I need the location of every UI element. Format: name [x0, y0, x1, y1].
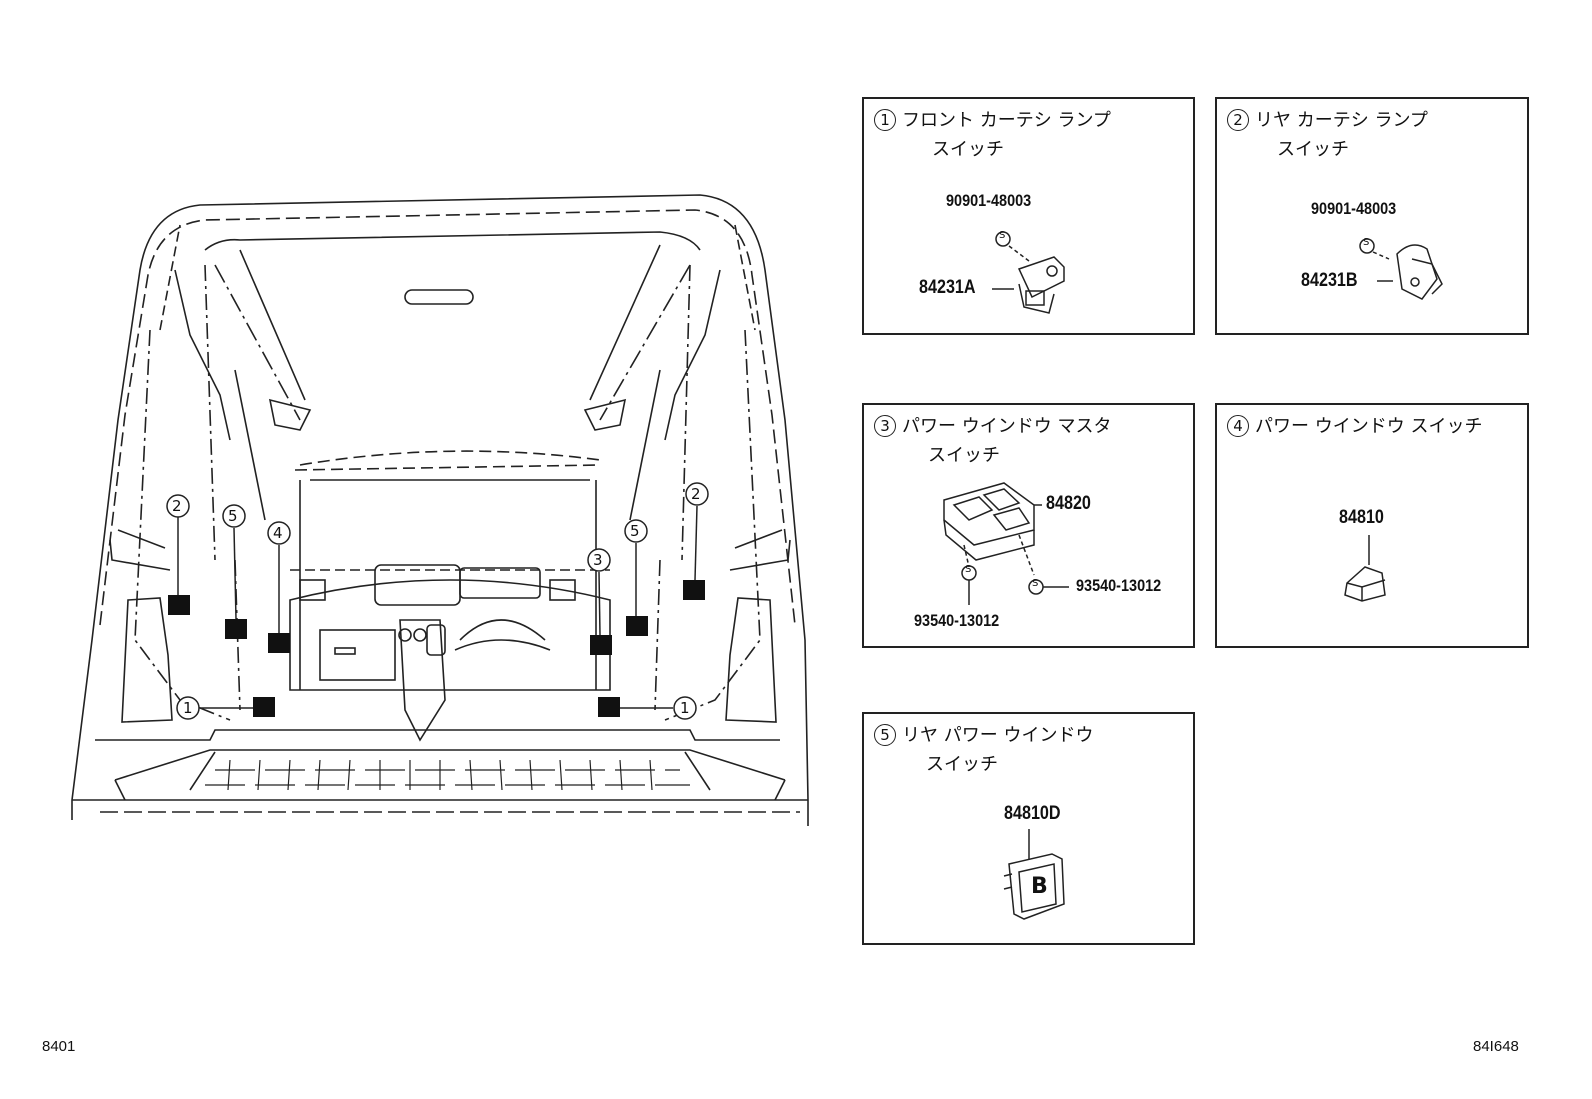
master-switch-drawing — [943, 482, 1069, 605]
panel-4-number: 4 — [1227, 415, 1249, 437]
part-84231B: 84231B — [1301, 270, 1358, 291]
location-marker-4 — [268, 633, 290, 653]
callout-3: 3 — [593, 551, 603, 569]
part-84820: 84820 — [1046, 493, 1091, 514]
courtesy-switch-b-drawing — [1359, 238, 1443, 300]
part-90901-48003: 90901-48003 — [946, 191, 1032, 210]
rear-window-switch-drawing — [1003, 829, 1065, 920]
callout-5-left: 5 — [228, 507, 238, 525]
page-code-right: 84I648 — [1473, 1038, 1519, 1055]
part-93540-13012-right: 93540-13012 — [1076, 576, 1162, 595]
s-mark-3a: S — [965, 564, 972, 575]
callout-5-right: 5 — [630, 522, 640, 540]
panel-2-subtitle: スイッチ — [1277, 139, 1349, 160]
callout-1-right: 1 — [680, 699, 690, 717]
location-marker-5-right — [626, 616, 648, 636]
page-code-left: 8401 — [42, 1038, 76, 1055]
callout-2-right: 2 — [691, 485, 701, 503]
location-marker-1-right — [598, 697, 620, 717]
part-84810D: 84810D — [1004, 803, 1061, 824]
s-mark-1: S — [999, 230, 1006, 241]
callout-4: 4 — [273, 524, 283, 542]
part-90901-48003-rear: 90901-48003 — [1311, 199, 1397, 218]
panel-2-number: 2 — [1227, 109, 1249, 131]
part-93540-13012-left: 93540-13012 — [914, 611, 1000, 630]
location-marker-1-left — [253, 697, 275, 717]
panel-3-subtitle: スイッチ — [928, 445, 1000, 466]
location-marker-2-left — [168, 595, 190, 615]
switch-b-glyph: B — [1031, 874, 1048, 899]
location-marker-2-right — [683, 580, 705, 600]
courtesy-switch-a-drawing — [992, 231, 1065, 314]
panel-5-subtitle: スイッチ — [926, 754, 998, 775]
location-marker-5-left — [225, 619, 247, 639]
panel-3-number: 3 — [874, 415, 896, 437]
callout-1-left: 1 — [183, 699, 193, 717]
panel-5-number: 5 — [874, 724, 896, 746]
part-84231A: 84231A — [919, 277, 976, 298]
part-84810: 84810 — [1339, 507, 1384, 528]
s-mark-2: S — [1363, 237, 1370, 248]
callout-2-left: 2 — [172, 497, 182, 515]
s-mark-3b: S — [1032, 578, 1039, 589]
panel-1-subtitle: スイッチ — [932, 139, 1004, 160]
location-marker-3 — [590, 635, 612, 655]
panel-1-number: 1 — [874, 109, 896, 131]
window-switch-drawing — [1344, 535, 1386, 602]
